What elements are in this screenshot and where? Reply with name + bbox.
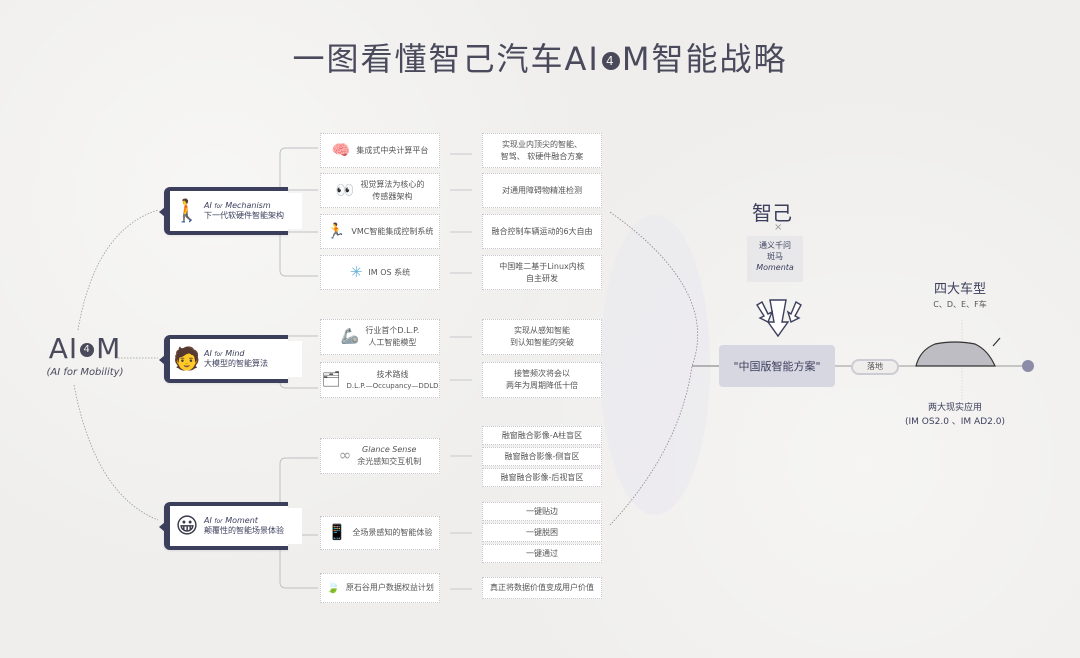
network-icon: ✳ (349, 262, 363, 281)
category-en-label: AI for Mind (204, 348, 245, 358)
brain-icon: 🧠 (331, 140, 351, 159)
car-silhouette-icon (915, 337, 1001, 367)
desc-central-computing[interactable]: 实现业内顶尖的智能、智驾、 软硬件融合方案 (482, 133, 602, 168)
mind-head-icon: 🧑 (173, 346, 201, 372)
desc-one-key-pass[interactable]: 一键通过 (482, 544, 602, 563)
desc-one-key-edge[interactable]: 一键贴边 (482, 502, 602, 521)
leaf-vmc-system[interactable]: 🏃 VMC智能集成控制系统 (320, 214, 440, 249)
leaf-full-scene[interactable]: 📱 全场景感知的智能体验 (320, 516, 440, 550)
robot-runner-icon: 🏃 (326, 221, 346, 240)
leaf-sensor-architecture[interactable]: 👀 视觉算法为核心的传感器架构 (320, 173, 440, 208)
eyes-icon: 👀 (335, 180, 355, 199)
leaf-data-rights[interactable]: 🍃 原石谷用户数据权益计划 (320, 573, 440, 603)
landing-label: 落地 (851, 359, 899, 375)
robot-arm-icon: 🦾 (340, 327, 360, 346)
endpoint-dot-icon (1022, 360, 1034, 372)
category-zh-label: 颠覆性的智能场景体验 (204, 526, 284, 535)
category-zh-label: 大模型的智能算法 (204, 359, 268, 368)
desc-tech-route[interactable]: 接管频次将会以两年为周期降低十倍 (482, 362, 602, 398)
category-mechanism[interactable]: 🚶 AI for Mechanism 下一代软硬件智能架构 (159, 187, 302, 235)
two-applications: 两大现实应用 (IM OS2.0 、IM AD2.0) (905, 403, 1005, 428)
desc-sensor-architecture[interactable]: 对通用障碍物精准检测 (482, 173, 602, 208)
leaf-im-os[interactable]: ✳ IM OS 系统 (320, 255, 440, 290)
brand-label: 智己 (752, 201, 792, 225)
folder-icon: 🗂 (321, 370, 341, 389)
desc-one-key-escape[interactable]: 一键脱困 (482, 523, 602, 542)
desc-glance-a-pillar[interactable]: 融窗融合影像-A柱盲区 (482, 426, 602, 445)
four-models: 四大车型 C、D、E、F车 (933, 282, 987, 309)
phone-scene-icon: 📱 (327, 523, 347, 542)
infinity-icon: ∞ (338, 446, 352, 465)
china-plan-node[interactable]: "中国版智能方案" (719, 345, 835, 387)
desc-dlp-model[interactable]: 实现从感知智能到认知智能的突破 (482, 319, 602, 355)
category-en-label: AI for Moment (204, 515, 258, 525)
category-mind[interactable]: 🧑 AI for Mind 大模型的智能算法 (159, 335, 302, 383)
four-badge-icon: 4 (601, 52, 620, 70)
desc-glance-rear[interactable]: 融窗融合影像-后视盲区 (482, 468, 602, 487)
smiley-icon: 😀 (175, 513, 199, 539)
desc-data-rights[interactable]: 真正将数据价值变成用户价值 (482, 577, 602, 599)
desc-im-os[interactable]: 中国唯二基于Linux内核自主研发 (482, 255, 602, 290)
partners-box: 通义千问 斑马 Momenta (747, 236, 803, 282)
desc-vmc-system[interactable]: 融合控制车辆运动的6大自由 (482, 214, 602, 249)
category-zh-label: 下一代软硬件智能架构 (204, 211, 284, 220)
root-subtitle: (AI for Mobility) (46, 367, 124, 378)
four-badge-icon: 4 (80, 343, 95, 357)
leaf-dlp-model[interactable]: 🦾 行业首个D.L.P.人工智能模型 (320, 319, 440, 355)
desc-glance-side[interactable]: 融窗融合影像-侧盲区 (482, 447, 602, 466)
cross-icon: × (774, 222, 783, 233)
arrow-down-icon (756, 299, 802, 338)
category-moment[interactable]: 😀 AI for Moment 颠覆性的智能场景体验 (159, 502, 302, 550)
leaf-central-computing[interactable]: 🧠 集成式中央计算平台 (320, 133, 440, 168)
category-en-label: AI for Mechanism (204, 200, 271, 210)
walking-person-icon: 🚶 (173, 198, 201, 224)
leaf-icon: 🍃 (326, 581, 340, 595)
